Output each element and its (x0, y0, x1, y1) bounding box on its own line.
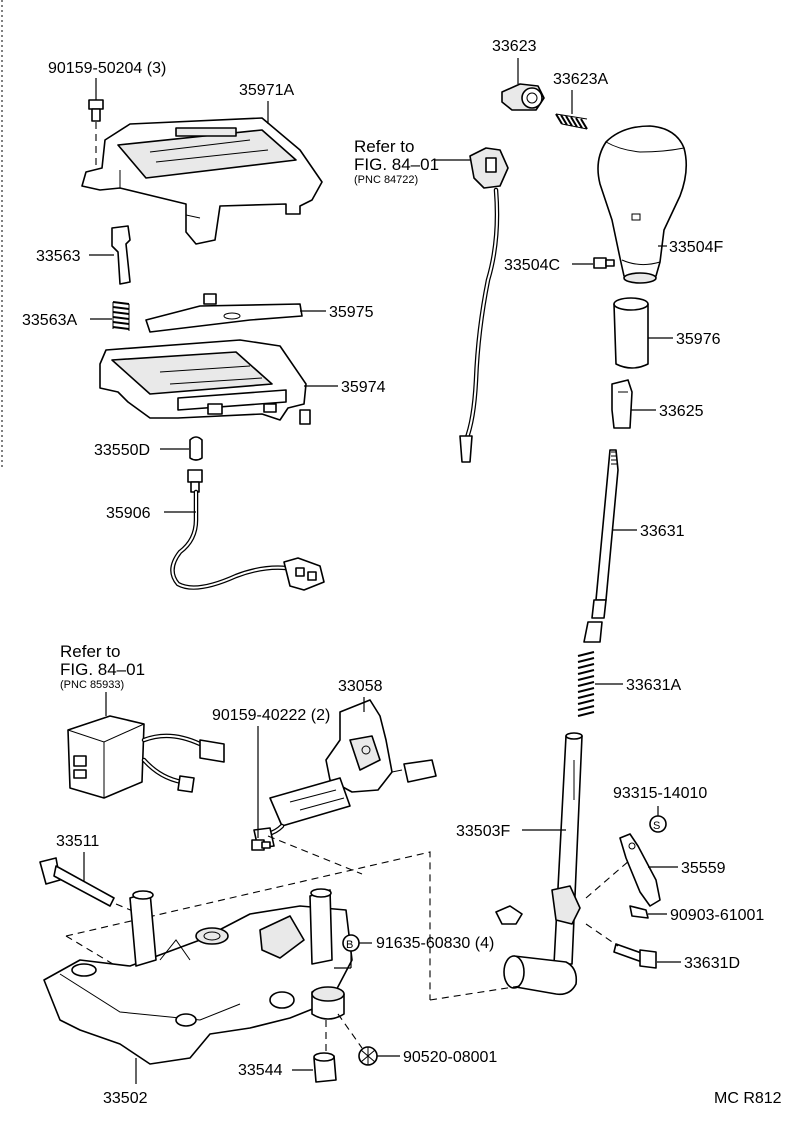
b-marker: B (342, 934, 360, 952)
ref-text-1-pnc: (PNC 84722) (354, 174, 418, 186)
ref-text-2-pnc: (PNC 85933) (60, 679, 124, 691)
label-91635-60830: 91635-60830 (4) (376, 935, 494, 952)
ref-text-1-line2: FIG. 84–01 (354, 155, 439, 174)
shift-knob-33504F (597, 125, 688, 284)
label-33058: 33058 (338, 678, 383, 695)
lock-cable-ref (459, 147, 509, 463)
ref-text-2-line2: FIG. 84–01 (60, 660, 145, 679)
indicator-cover-35971A (81, 117, 323, 245)
label-33511: 33511 (56, 833, 99, 850)
ref-text-2-line1: Refer to (60, 642, 120, 661)
bolt-90159-50204 (88, 99, 104, 178)
label-33563: 33563 (36, 248, 81, 265)
label-33631: 33631 (640, 523, 685, 540)
label-33502: 33502 (103, 1090, 148, 1107)
label-93315-14010: 93315-14010 (613, 785, 707, 802)
shift-lever-base-33502 (43, 888, 353, 1065)
label-35975: 35975 (329, 304, 374, 321)
label-33503F: 33503F (456, 823, 510, 840)
socket-wire-35906 (170, 469, 325, 591)
clip-90520-08001 (358, 1046, 378, 1066)
label-33550D: 33550D (94, 442, 150, 459)
spring-33631A (577, 651, 595, 717)
sleeve-35976 (613, 297, 649, 369)
shift-lock-solenoid-33058 (253, 699, 437, 875)
s-marker: S (649, 815, 667, 833)
computer-unit-ref (67, 715, 225, 799)
label-35974: 35974 (341, 379, 386, 396)
screw-90159-40222 (251, 839, 271, 851)
label-33625: 33625 (659, 403, 704, 420)
label-33631D: 33631D (684, 955, 740, 972)
pin-33631D (613, 943, 657, 969)
label-33544: 33544 (238, 1062, 283, 1079)
button-33623 (501, 83, 545, 111)
spring-33623A (555, 113, 588, 130)
label-35559: 35559 (681, 860, 726, 877)
bushing-33544 (313, 1052, 337, 1083)
label-33504C: 33504C (504, 257, 560, 274)
label-90903-61001: 90903-61001 (670, 907, 764, 924)
label-35976: 35976 (676, 331, 721, 348)
push-rod-33631 (583, 449, 619, 643)
spring-33563A (112, 301, 130, 331)
label-33504F: 33504F (669, 239, 723, 256)
label-90520-08001: 90520-08001 (403, 1049, 497, 1066)
screw-33504C (593, 257, 615, 269)
label-33563A: 33563A (22, 312, 77, 329)
slide-plate-35975 (145, 293, 303, 333)
label-33623: 33623 (492, 38, 537, 55)
svg-text:B: B (346, 939, 353, 951)
label-33623A: 33623A (553, 71, 608, 88)
bracket-35559 (619, 833, 661, 907)
lever-33563 (111, 225, 131, 285)
pin-90903-61001 (629, 905, 649, 919)
bulb-33550D (189, 436, 203, 461)
shift-lever-33503F (495, 732, 583, 996)
label-90159-40222: 90159-40222 (2) (212, 707, 330, 724)
label-35971A: 35971A (239, 82, 294, 99)
position-indicator-housing-35974 (99, 339, 311, 425)
ref-text-1-line1: Refer to (354, 137, 414, 156)
retainer-33625 (611, 379, 633, 429)
bolt-33511 (39, 857, 141, 915)
label-35906: 35906 (106, 505, 151, 522)
diagram-code: MC R812 (714, 1090, 782, 1107)
label-33631A: 33631A (626, 677, 681, 694)
svg-text:S: S (653, 820, 660, 832)
label-90159-50204: 90159-50204 (3) (48, 60, 166, 77)
